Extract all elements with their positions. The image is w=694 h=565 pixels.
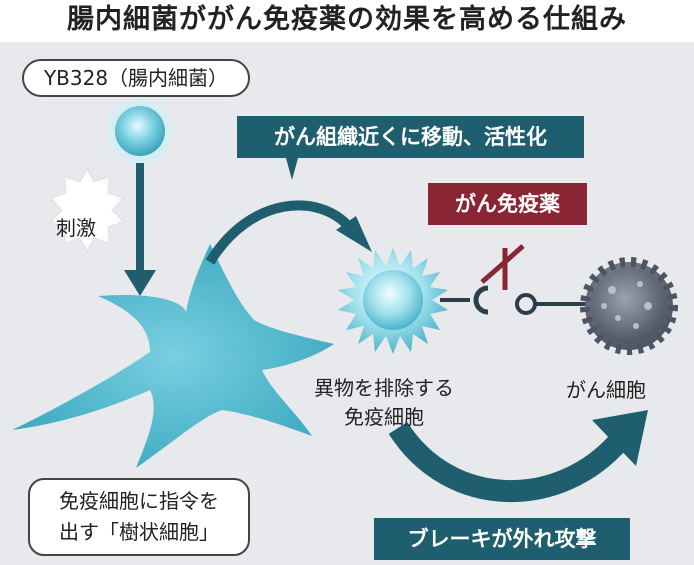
- cancer-ligand: [515, 293, 588, 315]
- bacterium-cell: [107, 98, 173, 164]
- page-title: 腸内細菌ががん免疫薬の効果を高める仕組み: [0, 0, 694, 40]
- immune-cell-label-line1: 異物を排除する: [314, 376, 454, 400]
- immune-cell-label-line2: 免疫細胞: [344, 405, 424, 429]
- immune-cell: [338, 248, 448, 354]
- dendritic-cell-label: 免疫細胞に指令を 出す「樹状細胞」: [28, 478, 250, 556]
- attack-arrow: [388, 410, 648, 502]
- dendritic-cell: [12, 244, 334, 468]
- cancer-cell: [580, 257, 678, 355]
- antibody-drug: [480, 244, 525, 290]
- activation-arrow: [205, 158, 372, 265]
- bacteria-label: YB328（腸内細菌）: [22, 59, 250, 97]
- immune-receptor: [440, 285, 489, 315]
- stimulus-label: 刺激: [56, 216, 96, 240]
- dendritic-cell-label-line1: 免疫細胞に指令を: [59, 489, 219, 513]
- stimulus-burst: [49, 166, 125, 254]
- move-banner: がん組織近くに移動、活性化: [237, 116, 584, 158]
- down-arrow: [124, 163, 156, 296]
- immune-cell-label: 異物を排除する 免疫細胞: [294, 374, 474, 432]
- cancer-cell-label: がん細胞: [566, 378, 646, 402]
- drug-banner: がん免疫薬: [428, 183, 587, 225]
- attack-banner: ブレーキが外れ攻撃: [374, 518, 630, 560]
- dendritic-cell-label-line2: 出す「樹状細胞」: [59, 520, 219, 544]
